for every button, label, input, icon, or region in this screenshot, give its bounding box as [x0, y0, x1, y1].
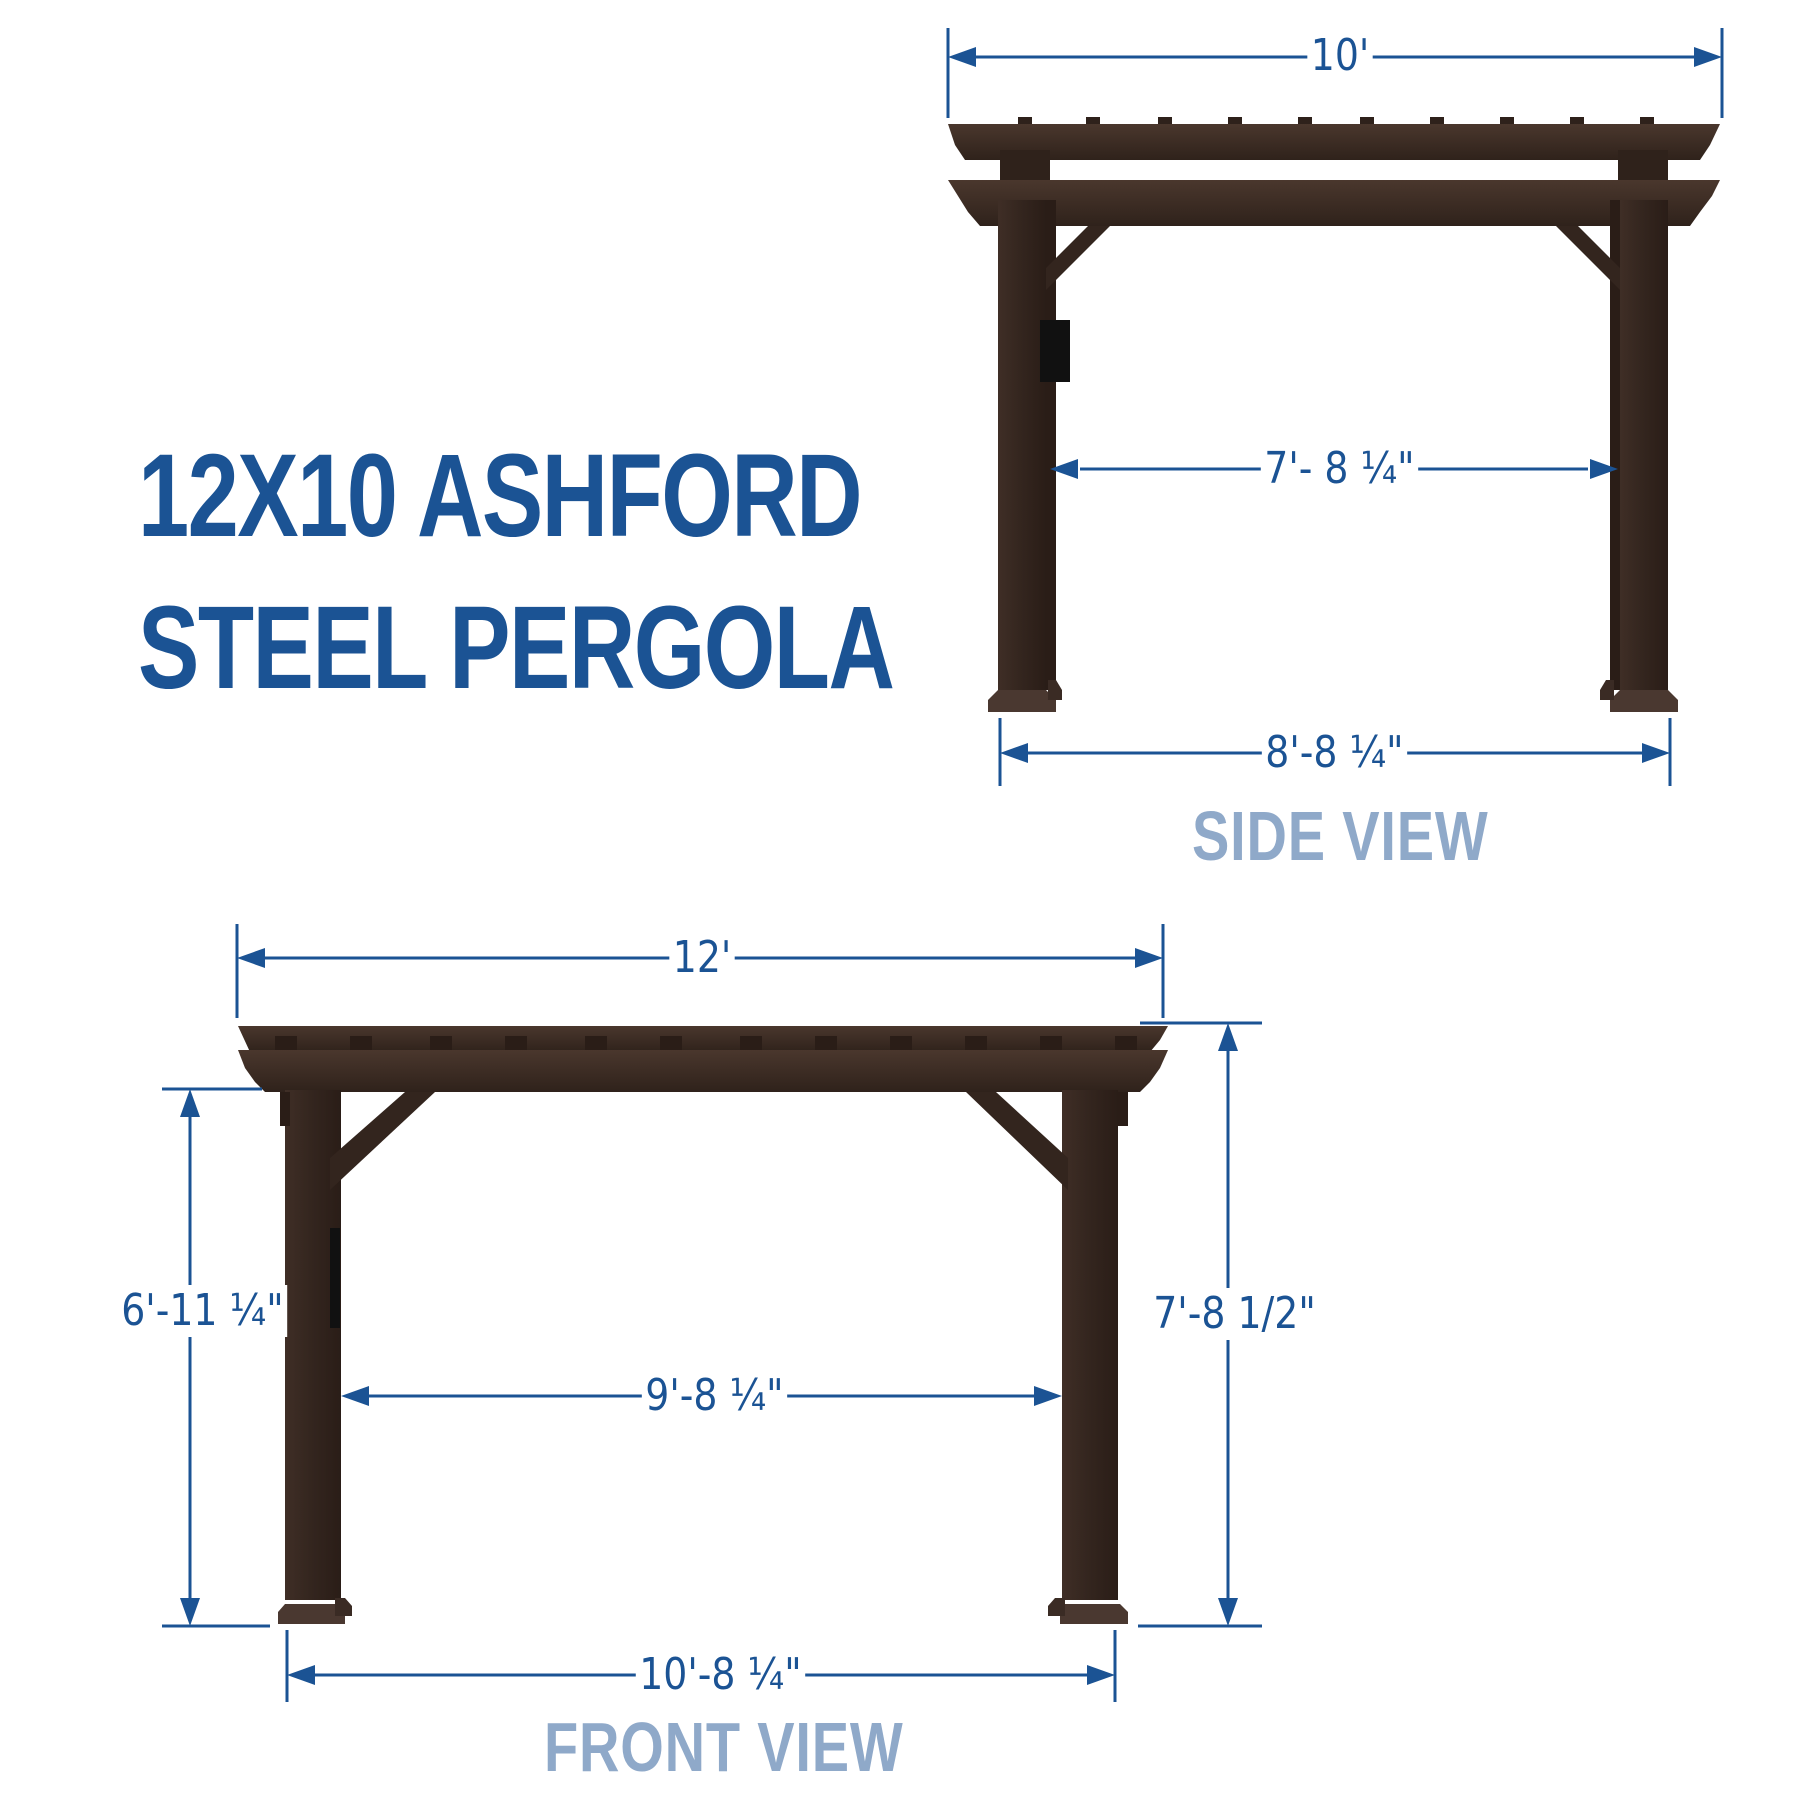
product-title-line1: 12X10 ASHFORD: [138, 430, 863, 562]
front-overall-height-label: 7'-8 1/2": [1149, 1288, 1320, 1340]
product-title: 12X10 ASHFORD STEEL PERGOLA: [138, 420, 895, 724]
side-view-label: SIDE VIEW: [1192, 797, 1489, 875]
product-title-line2: STEEL PERGOLA: [138, 582, 895, 714]
side-post-span-label: 8'-8 ¼": [1261, 727, 1408, 779]
front-view-pergola: [238, 1026, 1168, 1624]
dimension-arrowheads: [180, 47, 1722, 1685]
front-overall-width-label: 12': [669, 932, 735, 984]
front-clearance-height-label: 6'-11 ¼": [117, 1285, 288, 1337]
front-post-span-label: 10'-8 ¼": [635, 1649, 806, 1701]
side-inner-clearance-label: 7'- 8 ¼": [1260, 443, 1419, 495]
front-inner-clearance-label: 9'-8 ¼": [641, 1370, 788, 1422]
front-view-label: FRONT VIEW: [544, 1708, 904, 1786]
side-overall-width-label: 10': [1307, 30, 1373, 82]
side-view-pergola: [948, 117, 1720, 712]
